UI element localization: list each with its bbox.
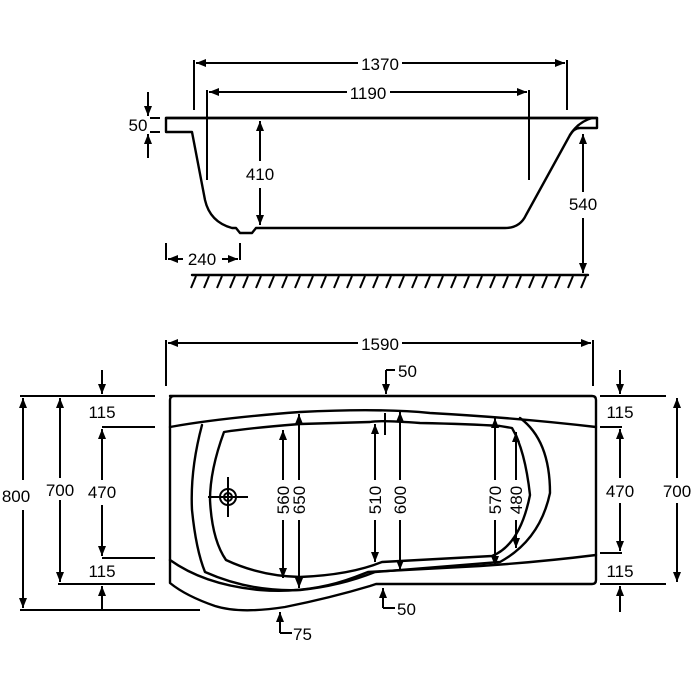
dim-1590: 1590 xyxy=(361,335,399,354)
dim-540: 540 xyxy=(569,195,597,214)
dim-480: 480 xyxy=(507,486,526,514)
dim-75: 75 xyxy=(293,625,312,644)
dim-600: 600 xyxy=(391,486,410,514)
dim-1190: 1190 xyxy=(350,84,387,103)
tub-side-outline xyxy=(164,116,599,235)
drain-icon xyxy=(208,477,248,517)
dim-115-right-bottom: 115 xyxy=(606,562,633,581)
dim-50-rim: 50 xyxy=(129,116,148,135)
dim-50-bottom: 50 xyxy=(397,600,416,619)
dim-470-left: 470 xyxy=(88,483,116,502)
dim-700-right: 700 xyxy=(663,482,691,501)
dim-410: 410 xyxy=(246,165,274,184)
dim-560: 560 xyxy=(274,486,293,514)
side-view: 1370 1190 50 410 540 240 xyxy=(129,55,599,289)
dim-700-left: 700 xyxy=(46,481,74,500)
dim-115-left-top: 115 xyxy=(88,403,115,422)
dim-510: 510 xyxy=(366,486,385,514)
dim-115-left-bottom: 115 xyxy=(88,562,115,581)
dim-650: 650 xyxy=(290,486,309,514)
dim-570: 570 xyxy=(486,486,505,514)
top-view: 1590 50 800 700 115 470 115 xyxy=(2,335,691,644)
tub-top-outline xyxy=(168,394,598,612)
dim-115-right-top: 115 xyxy=(606,403,633,422)
basin-rim xyxy=(190,416,552,592)
dim-470-right: 470 xyxy=(606,482,634,501)
dim-50-top: 50 xyxy=(398,362,417,381)
dim-800: 800 xyxy=(2,487,30,506)
dim-240: 240 xyxy=(188,250,216,269)
floor-hatching xyxy=(190,275,587,289)
dim-1370: 1370 xyxy=(361,55,399,74)
